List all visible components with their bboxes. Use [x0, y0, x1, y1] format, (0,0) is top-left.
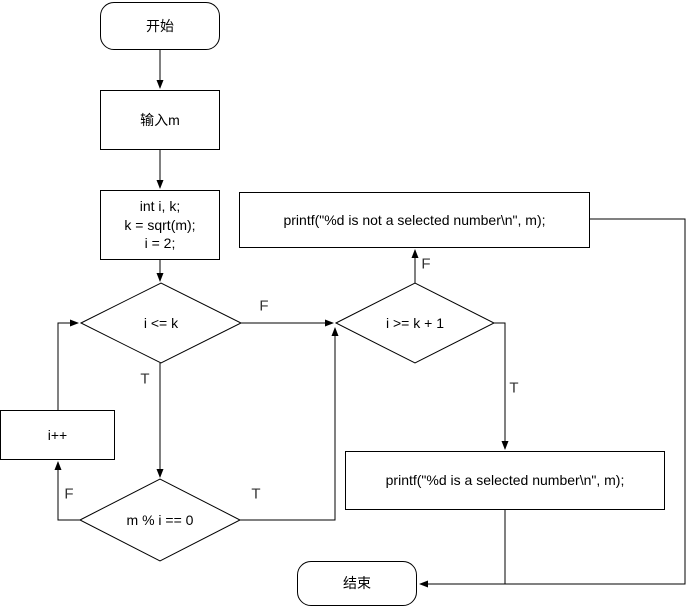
cond-loop-label: i <= k [143, 315, 179, 331]
node-printf-not-selected: printf("%d is not a selected number\n", … [239, 192, 590, 248]
edge-label-prime-false: F [421, 255, 431, 273]
edge-label-loop-false: F [259, 297, 269, 315]
edge-increment-to-cond-loop [57, 319, 79, 410]
init-line-1: int i, k; [139, 197, 181, 214]
node-start: 开始 [100, 2, 220, 50]
init-line-3: i = 2; [144, 235, 176, 252]
node-init-vars: int i, k; k = sqrt(m); i = 2; [100, 190, 220, 260]
cond-prime-label: i >= k + 1 [386, 315, 444, 331]
end-label: 结束 [343, 575, 371, 592]
cond-mod-label: m % i == 0 [126, 512, 194, 528]
input-m-label: 输入m [140, 111, 180, 128]
node-end: 结束 [297, 561, 417, 606]
edge-label-mod-true: T [251, 485, 261, 503]
edge-cond-mod-false-to-increment [54, 461, 80, 521]
node-printf-selected: printf("%d is a selected number\n", m); [345, 451, 665, 510]
edge-cond-prime-true-to-selected [494, 322, 509, 450]
increment-label: i++ [47, 426, 68, 443]
edge-not-selected-to-end [419, 218, 686, 588]
node-increment: i++ [0, 410, 115, 460]
edge-label-loop-true: T [140, 370, 150, 388]
edge-label-mod-false: F [64, 485, 74, 503]
edge-label-prime-true: T [509, 379, 519, 397]
node-input-m: 输入m [100, 90, 220, 150]
printf-selected-label: printf("%d is a selected number\n", m); [385, 472, 625, 489]
printf-not-selected-label: printf("%d is not a selected number\n", … [283, 211, 546, 228]
init-line-2: k = sqrt(m); [124, 216, 196, 233]
start-label: 开始 [146, 17, 174, 34]
edge-cond-mod-true-to-cond-prime [240, 327, 339, 521]
